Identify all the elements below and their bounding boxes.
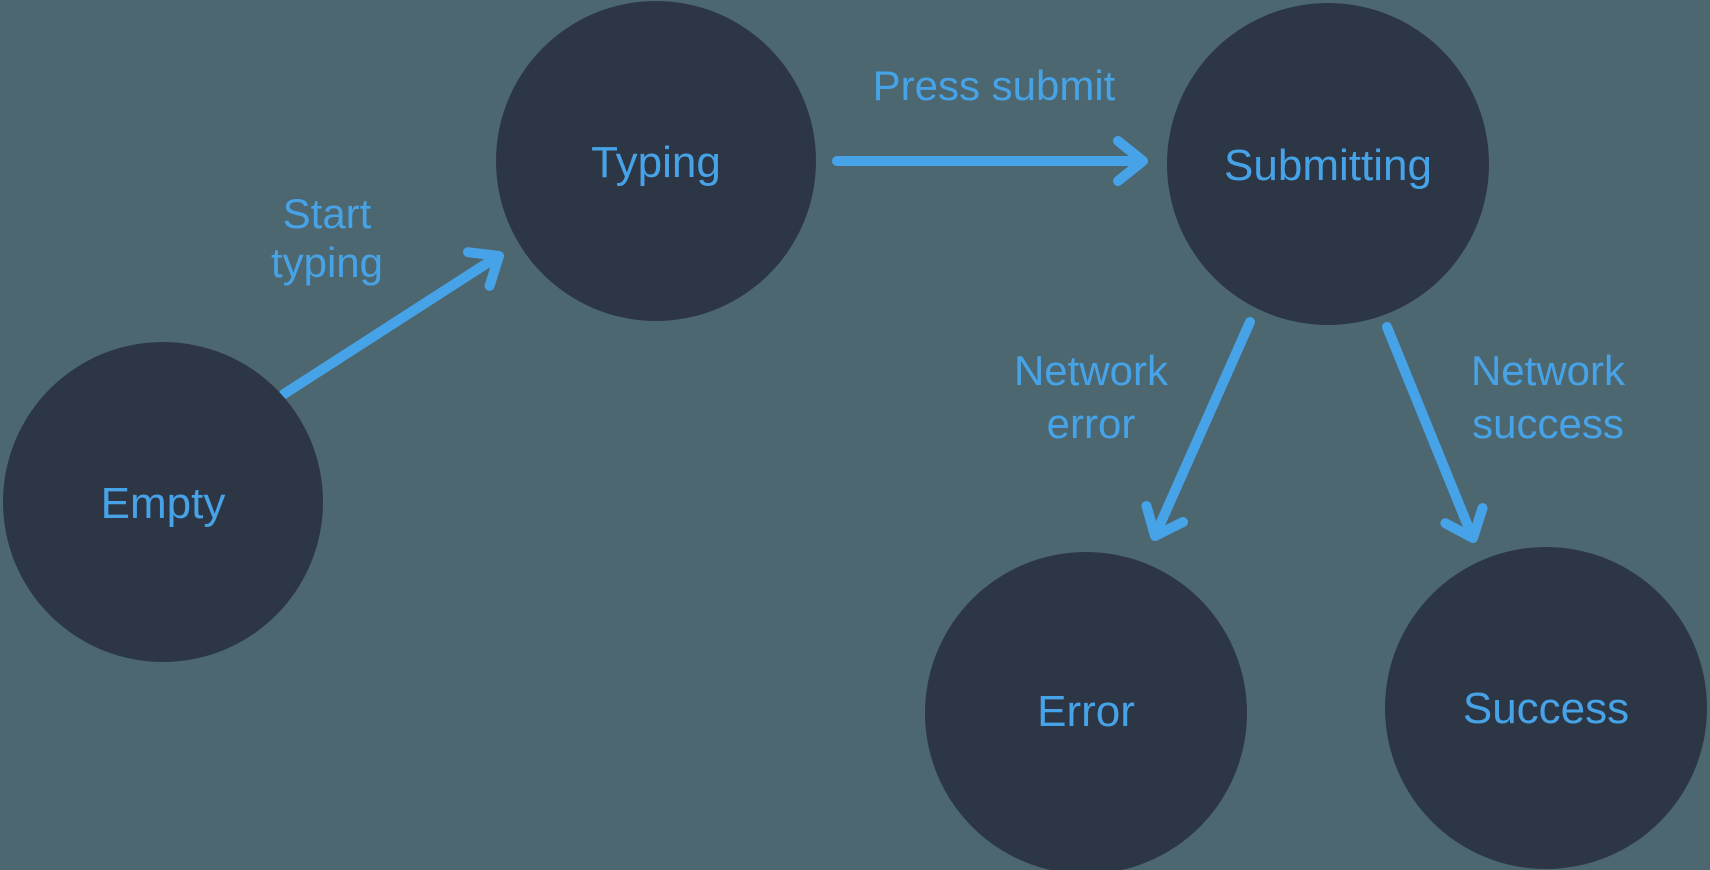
start-typing-label-line2: typing [271,239,383,286]
state-node-success: Success [1385,547,1707,869]
transition-press-submit: Press submit [832,62,1148,186]
state-node-empty: Empty [3,342,323,662]
success-state-label: Success [1463,684,1629,733]
network-success-label-line1: Network [1471,347,1626,394]
empty-state-label: Empty [101,479,226,528]
typing-state-circle [496,1,816,321]
state-node-error: Error [925,552,1247,870]
transition-network-success: Network success [1382,322,1626,543]
start-typing-label-line1: Start [283,190,372,237]
network-error-label-line1: Network [1014,347,1169,394]
typing-state-label: Typing [591,138,721,187]
network-error-arrowhead-icon [1141,501,1188,541]
network-error-arrow-shaft [1153,317,1255,534]
state-node-typing: Typing [496,1,816,321]
empty-state-circle [3,342,323,662]
network-success-arrowhead-icon [1440,503,1488,543]
start-typing-arrow-shaft [279,255,497,399]
network-success-label-line2: success [1472,400,1624,447]
start-typing-arrowhead-icon [463,247,504,291]
transition-network-error: Network error [1014,317,1255,541]
network-error-label-line2: error [1047,400,1136,447]
error-state-label: Error [1037,687,1135,736]
submitting-state-label: Submitting [1224,141,1432,190]
press-submit-label: Press submit [873,62,1116,109]
state-node-submitting: Submitting [1167,3,1489,325]
network-success-arrow-shaft [1382,322,1475,536]
success-state-circle [1385,547,1707,869]
submitting-state-circle [1167,3,1489,325]
transition-start-typing: Start typing [271,190,504,399]
press-submit-arrowhead-icon [1113,136,1148,186]
error-state-circle [925,552,1247,870]
